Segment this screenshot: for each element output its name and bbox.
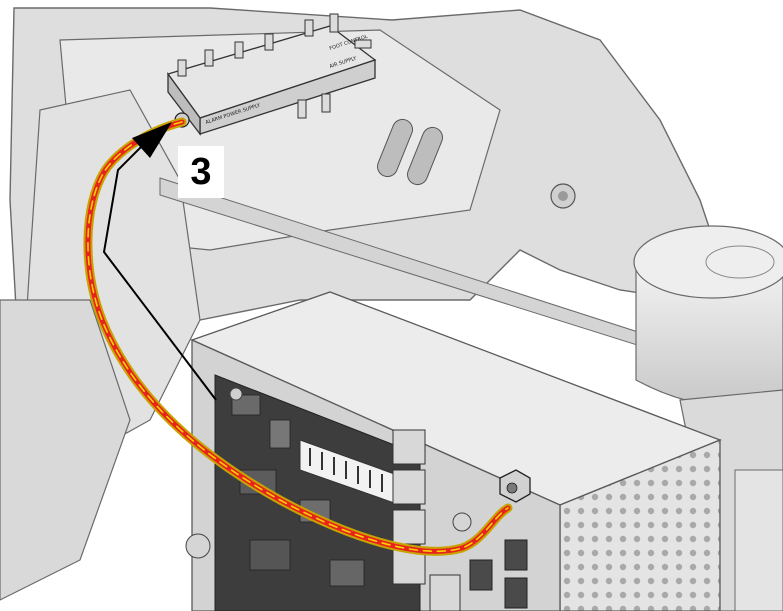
manifold-end — [167, 72, 201, 136]
box-bolt — [185, 533, 211, 559]
box-bolt — [452, 512, 472, 532]
pcb-component — [329, 559, 365, 587]
connector-jack — [392, 509, 426, 545]
connector-jack — [392, 549, 426, 585]
cylinder-cap-ring — [705, 245, 775, 279]
connector-jack — [429, 574, 461, 611]
hose-fitting-core — [506, 482, 518, 494]
frame-left-lower — [0, 299, 131, 601]
bracket-bolt-hole — [558, 191, 568, 201]
right-lower-block — [734, 469, 783, 611]
bracket-slot — [377, 118, 413, 178]
pcb-component — [231, 394, 261, 416]
callout-arrowhead — [132, 122, 172, 158]
cylinder-top — [633, 225, 783, 299]
terminal-block — [299, 439, 401, 506]
connector-jack — [392, 469, 426, 505]
pcb-component — [249, 539, 291, 571]
pcb-component — [269, 419, 291, 449]
manifold-barbs — [177, 13, 372, 119]
terminal-screws — [309, 448, 383, 492]
step-number-callout: 3 — [178, 146, 224, 198]
bracket-slot — [407, 126, 443, 186]
connector-jack — [392, 429, 426, 465]
rocker-switch — [504, 577, 528, 609]
hose-dash — [87, 121, 509, 553]
rocker-switch — [469, 559, 493, 591]
rocker-switch — [504, 539, 528, 571]
callout-arrow-line — [102, 139, 217, 401]
box-bolt — [229, 387, 243, 401]
